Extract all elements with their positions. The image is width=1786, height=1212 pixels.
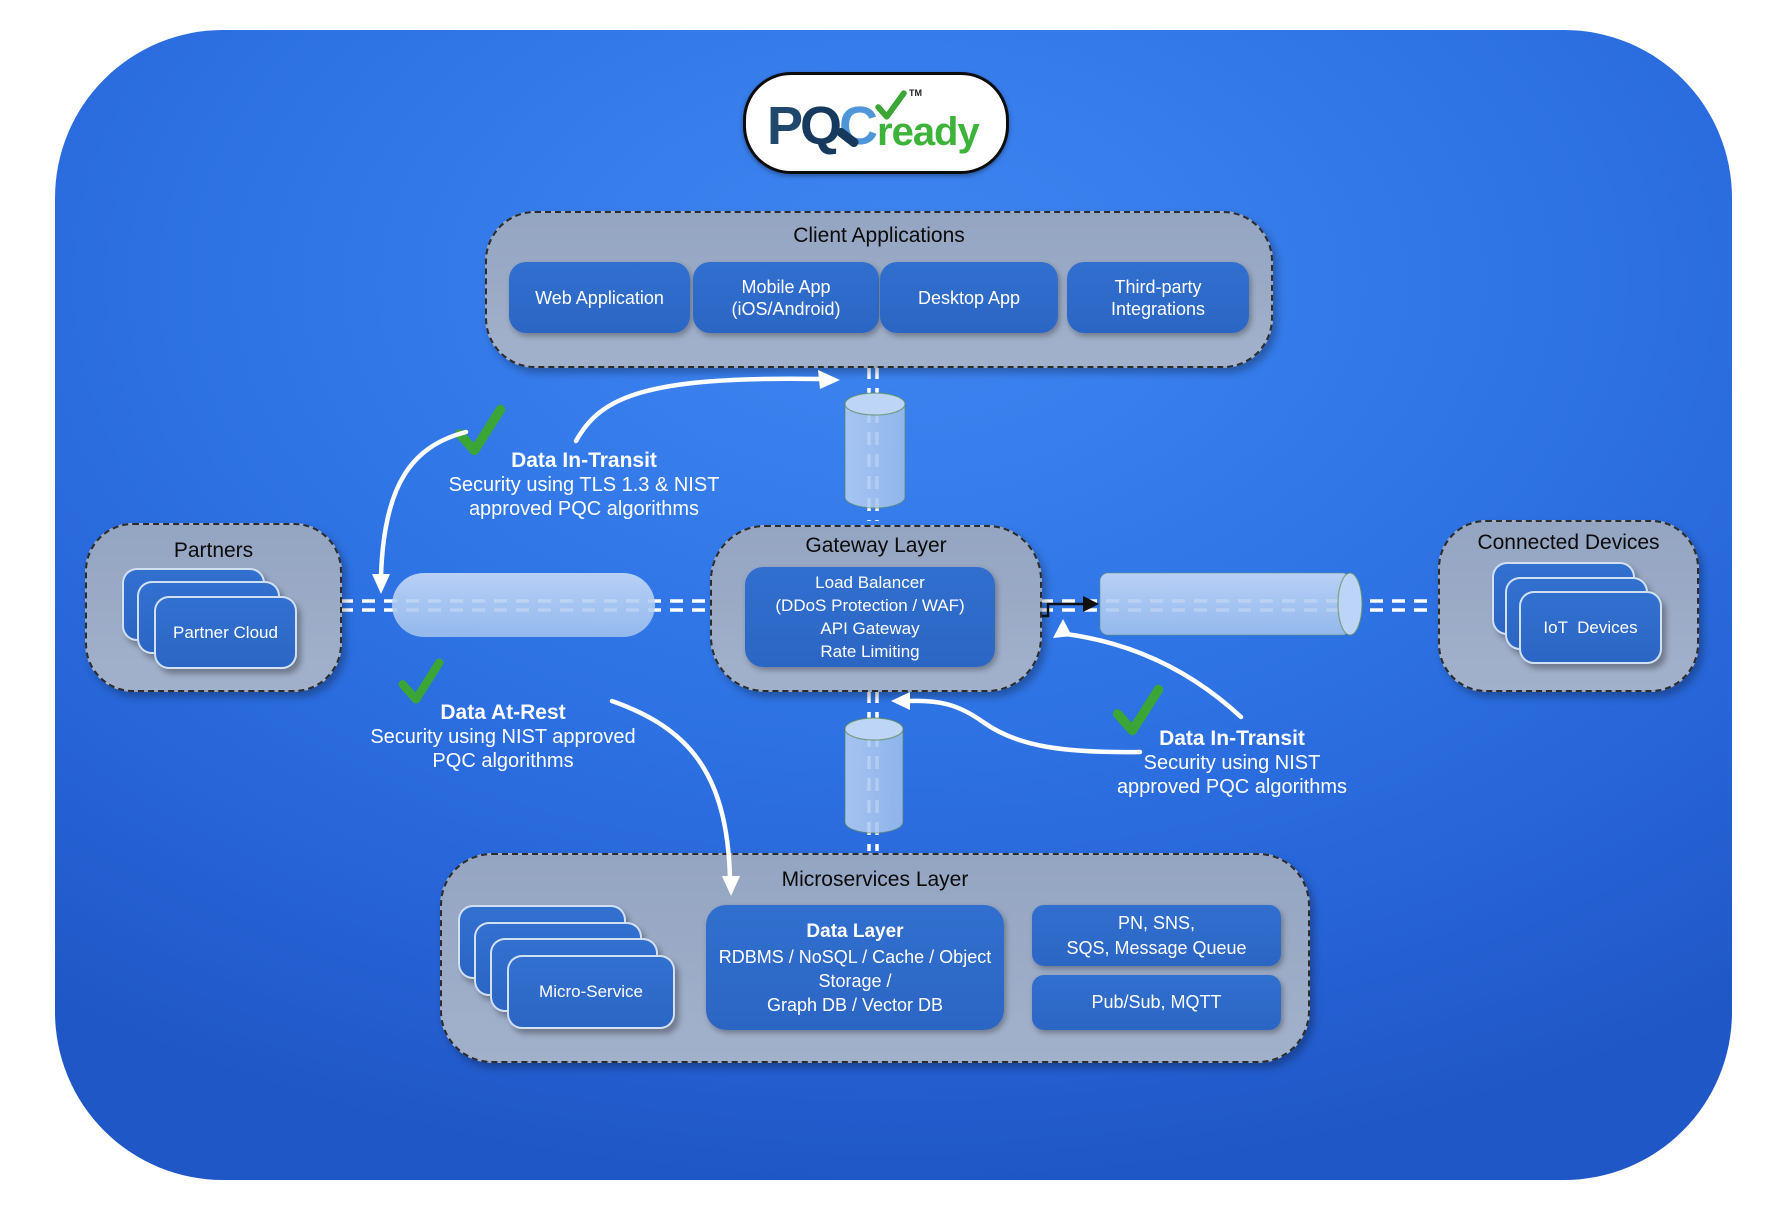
panel-title: Gateway Layer xyxy=(805,534,947,557)
gateway-line: Load Balancer xyxy=(815,573,925,592)
note-line: approved PQC algorithms xyxy=(468,498,700,520)
partner-cloud-card: Partner Cloud xyxy=(154,596,297,669)
messaging-line: PN, SNS, xyxy=(1117,912,1196,933)
data-layer-line: RDBMS / NoSQL / Cache / Object xyxy=(718,946,992,967)
messaging-line: SQS, Message Queue xyxy=(1066,937,1247,958)
pubsub-line: Pub/Sub, MQTT xyxy=(1091,992,1222,1012)
check-icon xyxy=(398,658,444,704)
note-title: Data In-Transit xyxy=(511,449,657,472)
note-line: PQC algorithms xyxy=(432,750,574,772)
third-party-integrations-box: Third-party Integrations xyxy=(1067,262,1249,333)
check-icon xyxy=(875,90,907,120)
microservice-card: Micro-Service xyxy=(507,955,675,1029)
note-title: Data At-Rest xyxy=(440,701,566,724)
panel-title: Microservices Layer xyxy=(781,868,969,891)
messaging-queue-box: PN, SNS, SQS, Message Queue xyxy=(1032,905,1281,966)
panel-title: Connected Devices xyxy=(1477,531,1660,554)
pqcready-logo: PQC TM ready xyxy=(743,72,1009,174)
desktop-app-box: Desktop App xyxy=(880,262,1058,333)
note-data-in-transit-right: Data In-Transit Security using NIST appr… xyxy=(1052,726,1412,799)
data-layer-title: Data Layer xyxy=(806,920,904,942)
note-line: Security using TLS 1.3 & NIST xyxy=(448,474,720,496)
web-application-box: Web Application xyxy=(509,262,690,333)
load-balancer-box: Load Balancer (DDoS Protection / WAF) AP… xyxy=(745,567,995,667)
gateway-line: Rate Limiting xyxy=(820,642,920,661)
iot-devices-card: IoT Devices xyxy=(1519,591,1662,664)
panel-title: Partners xyxy=(173,539,254,562)
gateway-line: (DDoS Protection / WAF) xyxy=(775,596,965,615)
pubsub-mqtt-box: Pub/Sub, MQTT xyxy=(1032,975,1281,1030)
data-layer-line: Storage / xyxy=(818,970,892,991)
data-layer-line: Graph DB / Vector DB xyxy=(766,994,944,1015)
data-layer-box: Data Layer RDBMS / NoSQL / Cache / Objec… xyxy=(706,905,1004,1030)
panel-title: Client Applications xyxy=(793,224,965,247)
note-line: Security using NIST xyxy=(1143,752,1321,774)
note-line: Security using NIST approved xyxy=(370,726,636,748)
note-title: Data In-Transit xyxy=(1159,727,1305,750)
note-line: approved PQC algorithms xyxy=(1116,776,1348,798)
logo-pqc-text: PQC xyxy=(767,96,878,156)
mobile-app-box: Mobile App (iOS/Android) xyxy=(693,262,879,333)
gateway-line: API Gateway xyxy=(820,619,920,638)
note-data-in-transit-tls: Data In-Transit Security using TLS 1.3 &… xyxy=(404,448,764,521)
trademark-symbol: TM xyxy=(909,88,922,98)
note-data-at-rest: Data At-Rest Security using NIST approve… xyxy=(323,700,683,773)
logo-ready-text: ready xyxy=(877,110,980,154)
